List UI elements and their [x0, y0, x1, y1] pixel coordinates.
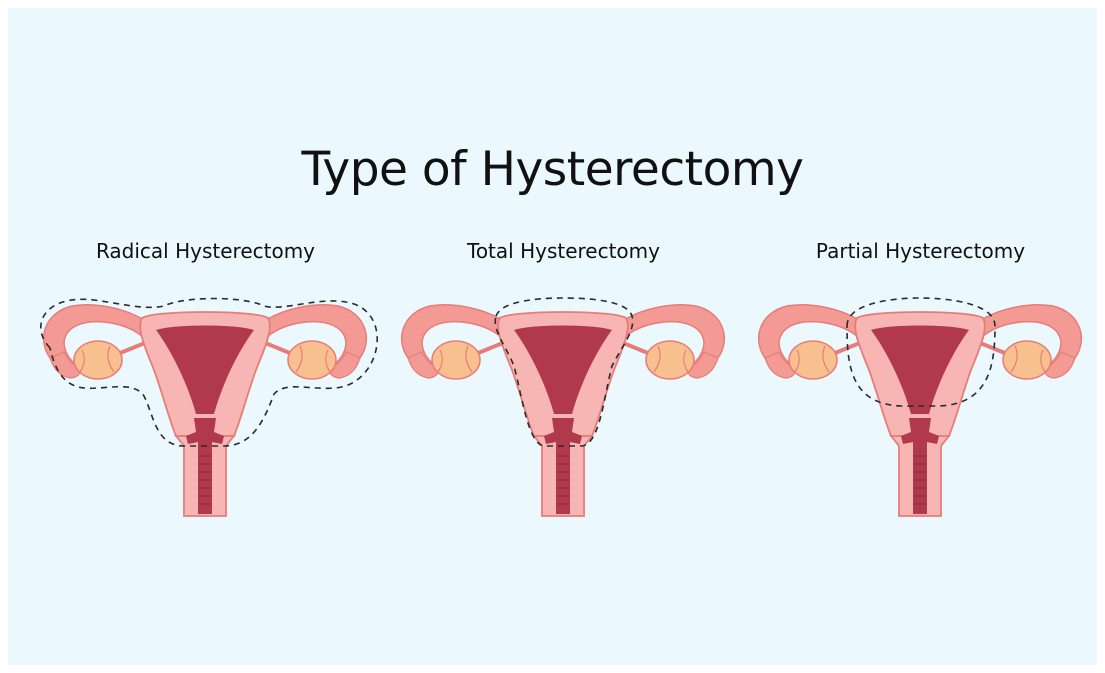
panel-total: Total Hysterectomy — [382, 238, 745, 538]
ovary-right — [288, 341, 336, 379]
ovary-left — [432, 341, 480, 379]
ovary-left — [789, 341, 837, 379]
panel-title-partial: Partial Hysterectomy — [739, 238, 1102, 264]
diagram-canvas: Type of Hysterectomy Radical Hysterectom… — [8, 8, 1097, 665]
panel-title-radical: Radical Hysterectomy — [24, 238, 387, 264]
uterus-illustration — [759, 305, 1082, 516]
uterus-diagram-radical — [24, 286, 387, 536]
uterus-diagram-total — [382, 286, 745, 536]
panel-partial: Partial Hysterectomy — [739, 238, 1102, 538]
ovary-left — [74, 341, 122, 379]
panel-title-total: Total Hysterectomy — [382, 238, 745, 264]
ovary-right — [646, 341, 694, 379]
uterus-illustration — [402, 305, 725, 516]
ovary-right — [1003, 341, 1051, 379]
uterus-diagram-partial — [739, 286, 1102, 536]
panel-radical: Radical Hysterectomy — [24, 238, 387, 538]
page-title: Type of Hysterectomy — [8, 142, 1097, 197]
uterus-illustration — [44, 305, 367, 516]
